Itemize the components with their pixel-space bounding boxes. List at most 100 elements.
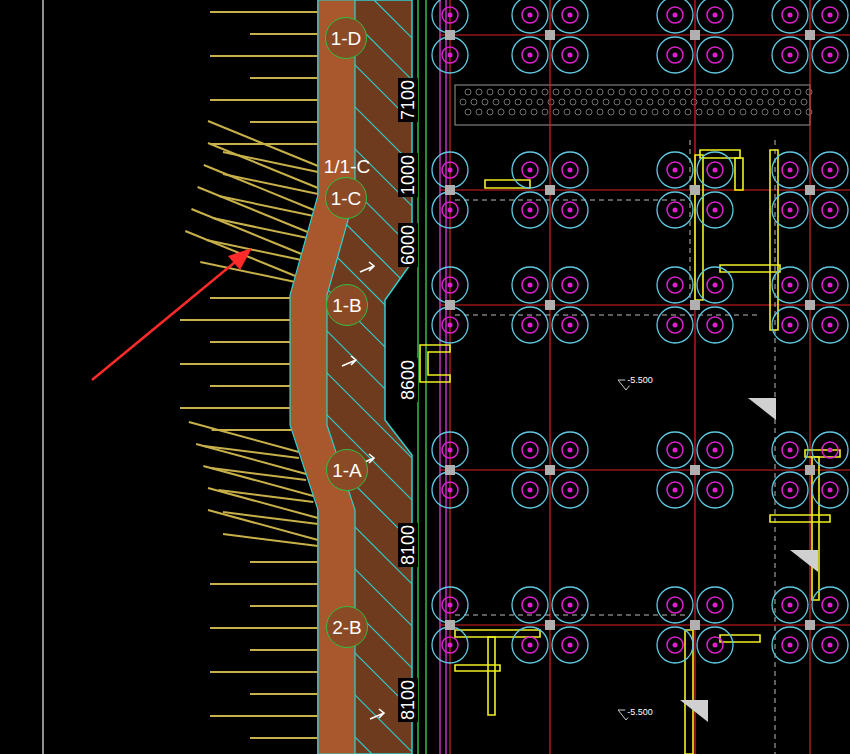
pile-dot <box>448 448 453 453</box>
pile-dot <box>448 643 453 648</box>
strip-dot <box>696 89 702 95</box>
axis-circle: 1-B <box>326 284 368 326</box>
pile-group <box>432 0 848 663</box>
pile-dot <box>713 643 718 648</box>
pile-dot <box>568 13 573 18</box>
anchor-rod <box>210 297 290 299</box>
pile-outer <box>657 267 693 303</box>
strip-dot <box>537 99 543 105</box>
pile-outer <box>772 432 808 468</box>
axis-label: 1-D <box>331 29 362 48</box>
pile-inner <box>667 597 683 613</box>
anchor-rod <box>250 121 318 123</box>
pile-dot <box>568 603 573 608</box>
pile-dot <box>713 448 718 453</box>
pile-outer <box>772 587 808 623</box>
anchor-rod <box>191 209 301 254</box>
strip-dot <box>619 89 625 95</box>
flow-arrow <box>370 709 384 719</box>
pile-outer <box>772 472 808 508</box>
pile-inner <box>667 162 683 178</box>
anchor-rod <box>213 218 308 238</box>
strip-dot <box>757 99 763 105</box>
pile-outer <box>812 267 848 303</box>
strip-dot <box>531 89 537 95</box>
pile-inner <box>562 317 578 333</box>
strip-dot <box>597 89 603 95</box>
pile-outer <box>552 267 588 303</box>
pile-outer <box>812 0 848 33</box>
dashed-line <box>775 140 776 754</box>
pile-outer <box>657 627 693 663</box>
pile-inner <box>707 277 723 293</box>
pile-dot <box>448 13 453 18</box>
strip-dot <box>619 109 625 115</box>
column-square <box>445 185 455 195</box>
column-square <box>445 30 455 40</box>
column-square <box>690 300 700 310</box>
beam <box>420 345 450 382</box>
strip-dot <box>575 109 581 115</box>
pile-outer <box>512 192 548 228</box>
anchor-rod <box>208 510 318 540</box>
pile-outer <box>512 472 548 508</box>
pile-inner <box>442 637 458 653</box>
strip-dot <box>669 99 675 105</box>
column-square <box>690 620 700 630</box>
pile-outer <box>772 307 808 343</box>
pile-dot <box>673 208 678 213</box>
strip-dot <box>520 89 526 95</box>
pile-inner <box>442 482 458 498</box>
grid-line <box>440 304 850 305</box>
pile-outer <box>772 627 808 663</box>
pile-outer <box>512 37 548 73</box>
pile-outer <box>552 587 588 623</box>
anchor-rod <box>208 143 318 188</box>
pile-dot <box>788 283 793 288</box>
strip-dot <box>498 109 504 115</box>
pile-outer <box>697 472 733 508</box>
strip-dot <box>702 99 708 105</box>
pile-outer <box>512 0 548 33</box>
strip-dot <box>504 99 510 105</box>
column-square <box>805 300 815 310</box>
strip-dot <box>674 89 680 95</box>
strip-dot <box>713 99 719 105</box>
column-square <box>445 300 455 310</box>
pile-dot <box>568 168 573 173</box>
strip-dot <box>784 89 790 95</box>
pile-outer <box>772 0 808 33</box>
anchor-rod <box>204 165 314 210</box>
column-square <box>445 620 455 630</box>
pile-inner <box>562 162 578 178</box>
anchor-rod <box>210 385 290 387</box>
pile-dot <box>568 208 573 213</box>
beam <box>735 158 743 190</box>
pile-outer <box>552 37 588 73</box>
pile-inner <box>822 162 838 178</box>
grid-line <box>549 0 550 754</box>
anchor-rod <box>198 187 308 232</box>
pile-inner <box>707 597 723 613</box>
grid-line <box>440 624 850 625</box>
dotted-strip <box>455 85 812 125</box>
anchor-rod <box>210 671 318 673</box>
pile-inner <box>822 442 838 458</box>
strip-dot <box>608 109 614 115</box>
dashed-line <box>455 315 760 316</box>
column-square <box>805 185 815 195</box>
dashed-line <box>455 200 690 201</box>
pile-dot <box>673 643 678 648</box>
pile-inner <box>782 47 798 63</box>
strip-dot <box>773 109 779 115</box>
pile-inner <box>442 277 458 293</box>
pile-dot <box>528 488 533 493</box>
column-square <box>445 465 455 475</box>
strip-dot <box>592 99 598 105</box>
strip-dot <box>498 89 504 95</box>
pile-outer <box>657 0 693 33</box>
pile-dot <box>828 603 833 608</box>
anchor-rod <box>208 121 318 166</box>
pile-dot <box>828 53 833 58</box>
strip-dot <box>597 109 603 115</box>
